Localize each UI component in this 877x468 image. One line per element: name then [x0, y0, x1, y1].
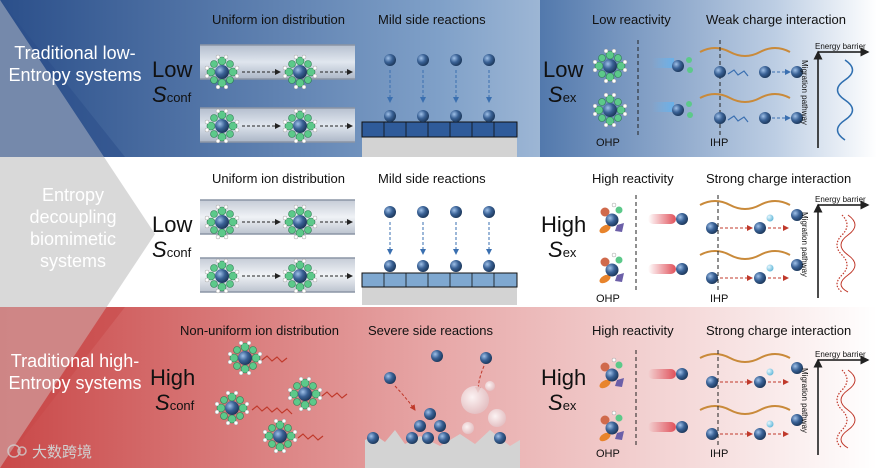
row1-energy-barrier-label: Energy barrier [815, 42, 866, 51]
row3-energy-barrier-label: Energy barrier [815, 350, 866, 359]
row1-sconf-symbol: Sconf [152, 82, 192, 107]
row2-header-charge-interaction: Strong charge interaction [706, 171, 852, 186]
row3-migration-pathway-label: Migration pathway [800, 368, 809, 433]
row1-header-charge-interaction: Weak charge interaction [706, 12, 846, 27]
row2-sex-level: High [541, 212, 587, 237]
row3-energy-chart [813, 355, 870, 455]
row1-sex-symbol: Sex [548, 82, 577, 107]
row1-electrode [361, 54, 518, 157]
row1-reactivity [592, 40, 693, 135]
row3-header-ion-distribution: Non-uniform ion distribution [180, 323, 339, 338]
row3-reactivity [597, 350, 688, 448]
row3-side-reactions [365, 350, 520, 468]
row3-clusters [214, 340, 348, 454]
row1-header-side-reactions: Mild side reactions [378, 12, 486, 27]
row3-label: Traditional high-Entropy systems [8, 351, 142, 393]
row2-reactivity [597, 195, 688, 292]
row3-sconf-level: High [150, 365, 196, 390]
row1-header-ion-distribution: Uniform ion distribution [212, 12, 345, 27]
row3-charge-interaction [699, 350, 803, 448]
row1-label: Traditional low-Entropy systems [8, 43, 142, 85]
row2-energy-barrier-label: Energy barrier [815, 195, 866, 204]
row1-ohp-label: OHP [596, 137, 620, 149]
row2-label: Entropy decoupling biomimetic systems [29, 185, 117, 271]
row2-header-side-reactions: Mild side reactions [378, 171, 486, 186]
row3-header-charge-interaction: Strong charge interaction [706, 323, 852, 338]
row1-energy-chart [813, 47, 870, 148]
row3-ihp-label: IHP [710, 448, 729, 460]
row3-sconf-symbol: Sconf [155, 390, 195, 415]
row2-migration-pathway-label: Migration pathway [800, 212, 809, 277]
row3-background [0, 307, 877, 468]
row3-ohp-label: OHP [596, 448, 620, 460]
watermark-text: 大数跨境 [32, 444, 93, 461]
row1-sex-level: Low [543, 57, 584, 82]
row1-header-reactivity: Low reactivity [592, 12, 671, 27]
row2-sex-symbol: Sex [548, 237, 577, 262]
row2-ihp-label: IHP [710, 293, 729, 305]
row2-charge-interaction [699, 195, 803, 292]
row1-migration-pathway-label: Migration pathway [800, 60, 809, 125]
row3-header-reactivity: High reactivity [592, 323, 674, 338]
row2-channel [200, 199, 355, 294]
row1-ihp-label: IHP [710, 137, 729, 149]
watermark-logo-icon [7, 444, 27, 458]
row2-header-ion-distribution: Uniform ion distribution [212, 171, 345, 186]
row2-energy-chart [813, 200, 870, 298]
row2-header-reactivity: High reactivity [592, 171, 674, 186]
row1-sconf-level: Low [152, 57, 193, 82]
row3-sex-symbol: Sex [548, 390, 577, 415]
row1-channel [200, 44, 355, 144]
row2-ohp-label: OHP [596, 293, 620, 305]
row1-charge-interaction [699, 40, 803, 135]
row2-electrode [361, 206, 518, 305]
row2-sconf-level: Low [152, 212, 193, 237]
row3-header-side-reactions: Severe side reactions [368, 323, 494, 338]
row3-sex-level: High [541, 365, 587, 390]
row2-sconf-symbol: Sconf [152, 237, 192, 262]
